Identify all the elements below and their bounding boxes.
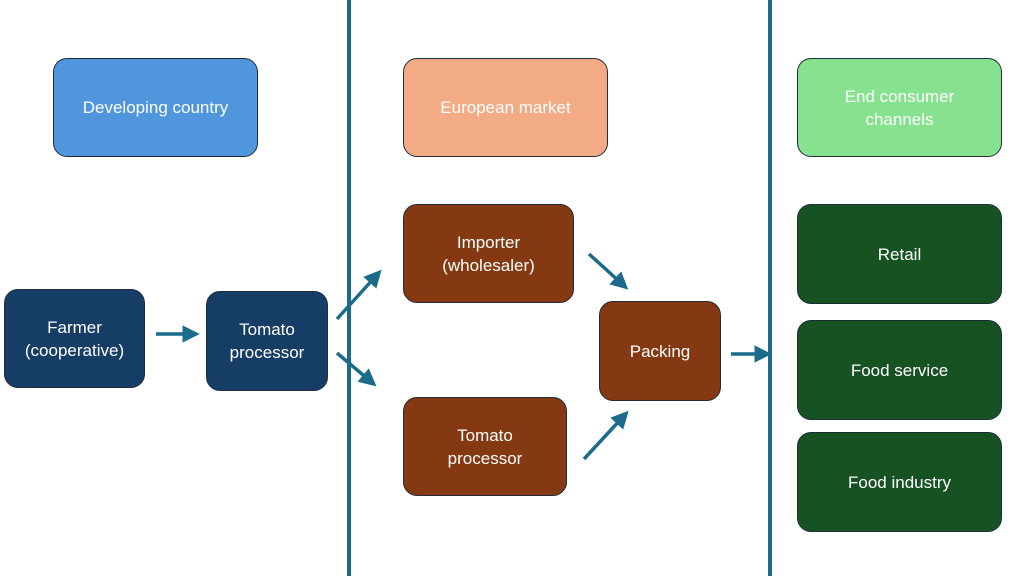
- header-developing-country: Developing country: [53, 58, 258, 157]
- node-food-service: Food service: [797, 320, 1002, 420]
- node-packing: Packing: [599, 301, 721, 401]
- arrow-importer-to-packing: [587, 252, 629, 290]
- node-tomato-processor-origin: Tomato processor: [206, 291, 328, 391]
- node-retail: Retail: [797, 204, 1002, 304]
- arrow-eu-processor-to-packing: [582, 410, 629, 461]
- node-tomato-processor-europe: Tomato processor: [403, 397, 567, 496]
- divider-right: [768, 0, 772, 576]
- node-importer: Importer (wholesaler): [403, 204, 574, 303]
- arrow-processor-to-eu-processor: [335, 351, 377, 387]
- node-food-industry: Food industry: [797, 432, 1002, 532]
- arrow-processor-to-importer: [335, 269, 382, 321]
- divider-left: [347, 0, 351, 576]
- node-farmer: Farmer (cooperative): [4, 289, 145, 388]
- header-european-market: European market: [403, 58, 608, 157]
- header-end-consumer-channels: End consumer channels: [797, 58, 1002, 157]
